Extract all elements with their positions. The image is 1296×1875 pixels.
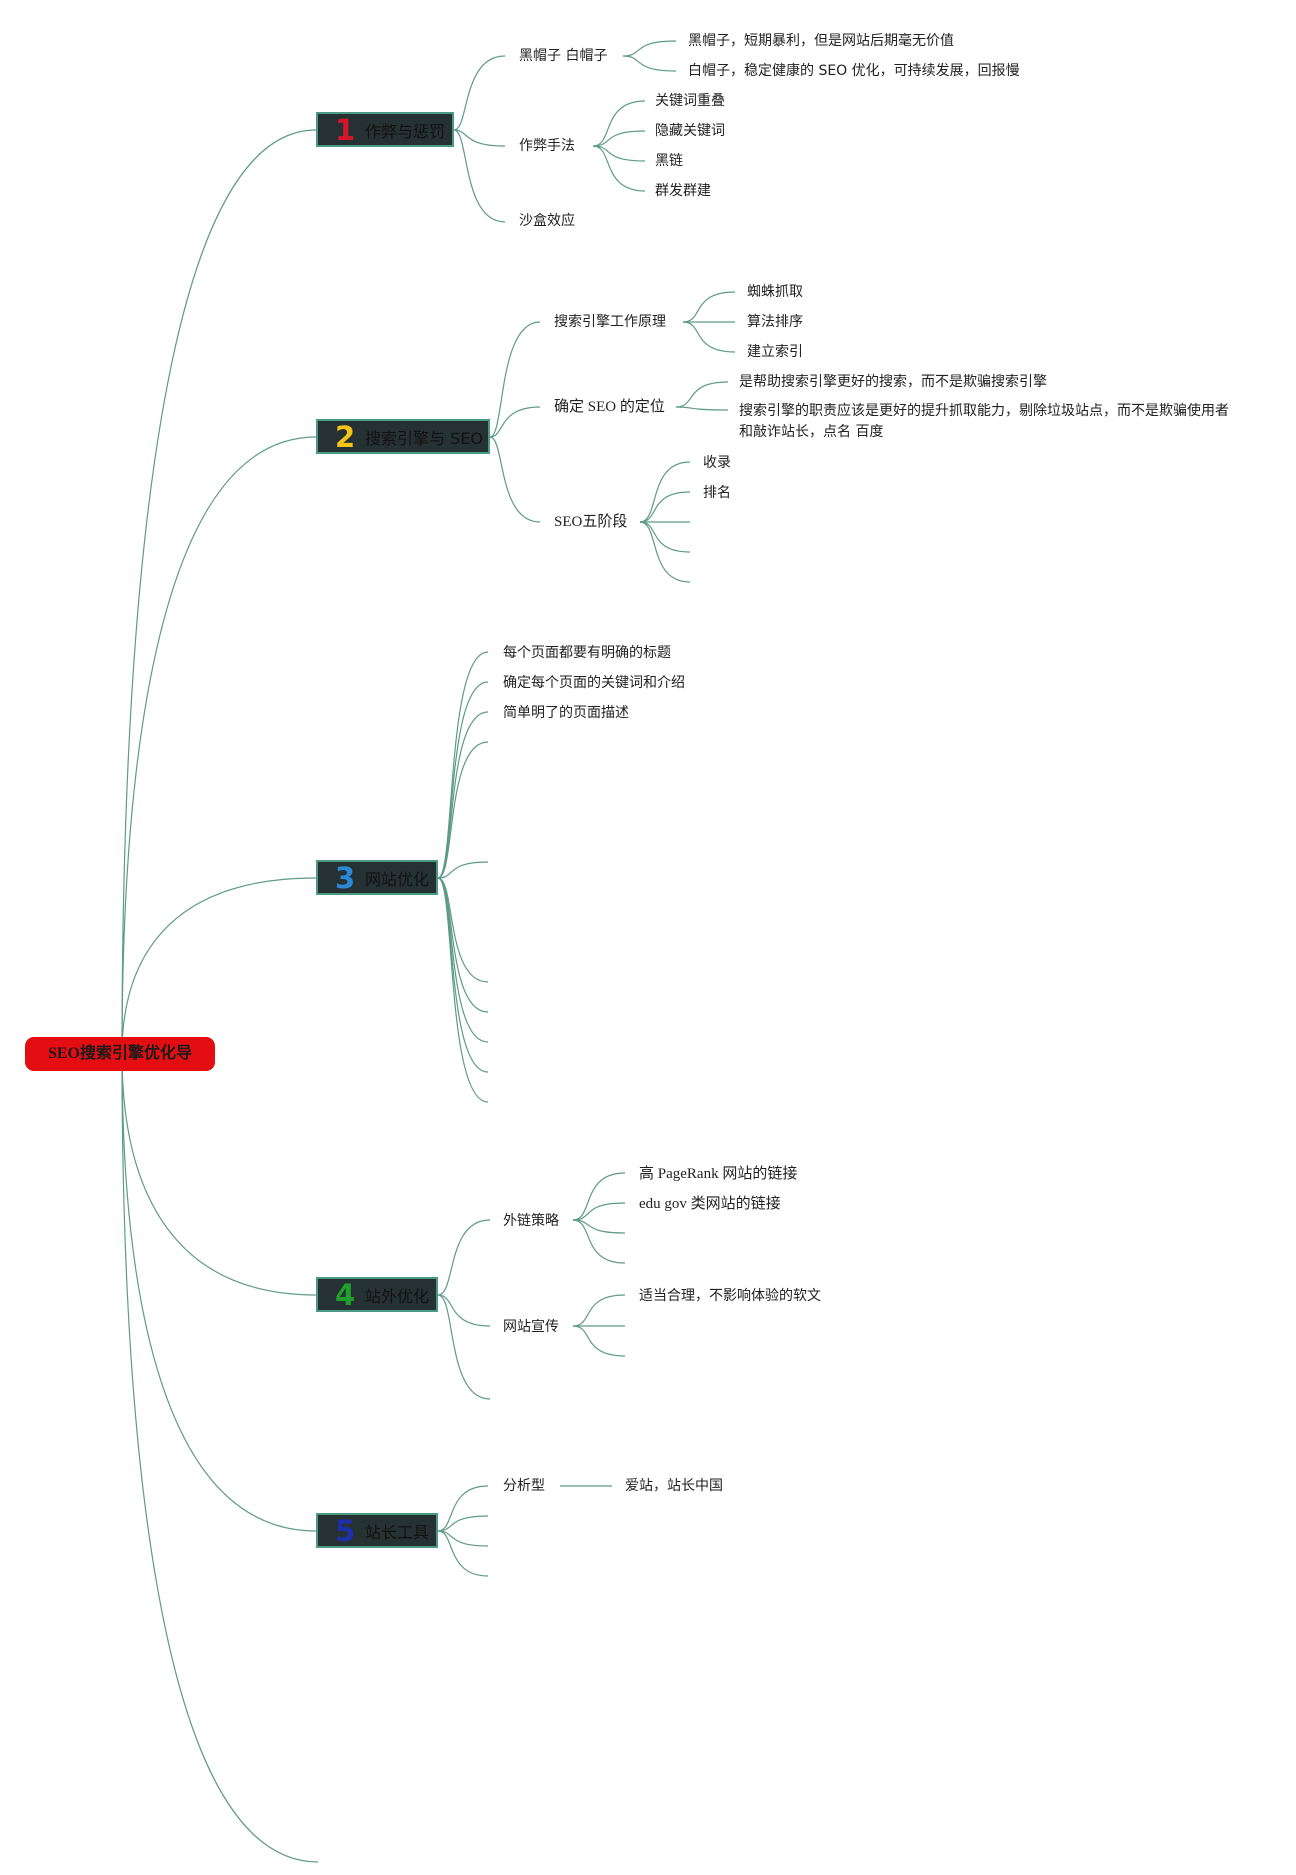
subtopic-node[interactable]: 作弊手法: [519, 138, 575, 154]
leaf-node[interactable]: 排名: [703, 485, 731, 501]
leaf-node[interactable]: 白帽子，稳定健康的 SEO 优化，可持续发展，回报慢: [688, 63, 1020, 79]
connector-line: [639, 491, 691, 523]
leaf-node[interactable]: 黑链: [655, 153, 683, 169]
root-node[interactable]: SEO搜索引擎优化导: [25, 1037, 215, 1071]
connector-line: [489, 321, 541, 438]
connector-line: [572, 1325, 626, 1357]
subtopic-node[interactable]: 分析型: [503, 1478, 545, 1494]
number-4-icon: 4: [335, 1277, 356, 1312]
connector-line: [437, 877, 489, 1073]
connector-line: [682, 321, 736, 353]
connector-line: [437, 861, 489, 879]
leaf-node[interactable]: 关键词重叠: [655, 93, 725, 109]
branch-label: 站长工具: [365, 1522, 430, 1542]
leaf-node[interactable]: 黑帽子，短期暴利，但是网站后期毫无价值: [688, 33, 954, 49]
subtopic-node[interactable]: 确定 SEO 的定位: [554, 399, 665, 415]
connector-line: [622, 40, 677, 57]
connector-line: [121, 129, 317, 1055]
connector-line: [572, 1219, 626, 1234]
connector-line: [437, 681, 489, 879]
connector-line: [437, 741, 489, 879]
connector-line: [489, 436, 541, 523]
leaf-node[interactable]: 隐藏关键词: [655, 123, 725, 139]
leaf-node[interactable]: 搜索引擎的职责应该是更好的提升抓取能力，剔除垃圾站点，而不是欺骗使用者和敲诈站长…: [739, 403, 1229, 440]
branch-label: 搜索引擎与 SEO: [365, 428, 483, 448]
number-1-icon: 1: [335, 112, 356, 147]
leaf-node[interactable]: 是帮助搜索引擎更好的搜索，而不是欺骗搜索引擎: [739, 374, 1047, 390]
connector-line: [437, 1294, 491, 1327]
connector-line: [592, 130, 646, 147]
leaf-node[interactable]: 群发群建: [655, 183, 711, 199]
leaf-node[interactable]: 收录: [703, 455, 731, 471]
connector-line: [437, 877, 489, 1103]
connector-line: [622, 55, 677, 72]
connector-line: [682, 291, 736, 323]
connector-line: [437, 1219, 491, 1296]
branch-label: 作弊与惩罚: [365, 121, 446, 141]
number-3-icon: 3: [335, 860, 356, 895]
branch-node-3[interactable]: 3 网站优化: [316, 860, 438, 895]
connector-line: [453, 129, 506, 223]
branch-node-2[interactable]: 2 搜索引擎与 SEO: [316, 419, 490, 454]
connector-line: [437, 1530, 489, 1547]
connector-line: [572, 1172, 626, 1221]
branch-label: 站外优化: [365, 1286, 430, 1306]
number-2-icon: 2: [335, 419, 356, 454]
connector-line: [437, 1294, 491, 1400]
subtopic-node[interactable]: 简单明了的页面描述: [503, 705, 629, 721]
connector-line: [639, 521, 691, 553]
branch-node-4[interactable]: 4 站外优化: [316, 1277, 438, 1312]
leaf-node[interactable]: 适当合理，不影响体验的软文: [639, 1288, 821, 1304]
connector-line: [639, 461, 691, 523]
connector-line: [121, 1053, 317, 1296]
leaf-node[interactable]: 高 PageRank 网站的链接: [639, 1166, 798, 1182]
subtopic-node[interactable]: 沙盒效应: [519, 213, 575, 229]
branch-node-1[interactable]: 1 作弊与惩罚: [316, 112, 454, 147]
connector-line: [121, 1053, 319, 1863]
subtopic-node[interactable]: 外链策略: [503, 1213, 559, 1229]
connector-line: [121, 436, 317, 1055]
subtopic-node[interactable]: 黑帽子 白帽子: [519, 48, 608, 64]
connector-line: [121, 1053, 317, 1532]
connector-line: [572, 1294, 626, 1327]
subtopic-node[interactable]: 确定每个页面的关键词和介绍: [503, 675, 685, 691]
connector-line: [675, 406, 729, 411]
connector-line: [639, 521, 691, 583]
connector-line: [437, 1530, 489, 1577]
leaf-node[interactable]: 算法排序: [747, 314, 803, 330]
connector-line: [572, 1202, 626, 1221]
connector-line: [437, 651, 489, 879]
connector-line: [453, 129, 506, 147]
connector-line: [592, 145, 646, 162]
connector-line: [437, 1515, 489, 1532]
subtopic-node[interactable]: 网站宣传: [503, 1319, 559, 1335]
branch-node-5[interactable]: 5 站长工具: [316, 1513, 438, 1548]
number-5-icon: 5: [335, 1513, 356, 1548]
connector-line: [592, 145, 646, 192]
branch-label: 网站优化: [365, 869, 430, 889]
leaf-node[interactable]: 蜘蛛抓取: [747, 284, 803, 300]
subtopic-node[interactable]: 每个页面都要有明确的标题: [503, 645, 671, 661]
connector-line: [453, 55, 506, 131]
subtopic-node[interactable]: SEO五阶段: [554, 514, 628, 530]
connector-line: [572, 1219, 626, 1264]
subtopic-node[interactable]: 搜索引擎工作原理: [554, 314, 666, 330]
connector-line: [121, 877, 317, 1055]
leaf-node[interactable]: 建立索引: [747, 344, 803, 360]
leaf-node[interactable]: 爱站，站长中国: [625, 1478, 723, 1494]
connector-line: [592, 100, 646, 147]
leaf-node[interactable]: edu gov 类网站的链接: [639, 1196, 781, 1212]
connector-line: [437, 1485, 489, 1532]
connector-line: [675, 381, 729, 408]
connector-line: [489, 406, 541, 438]
